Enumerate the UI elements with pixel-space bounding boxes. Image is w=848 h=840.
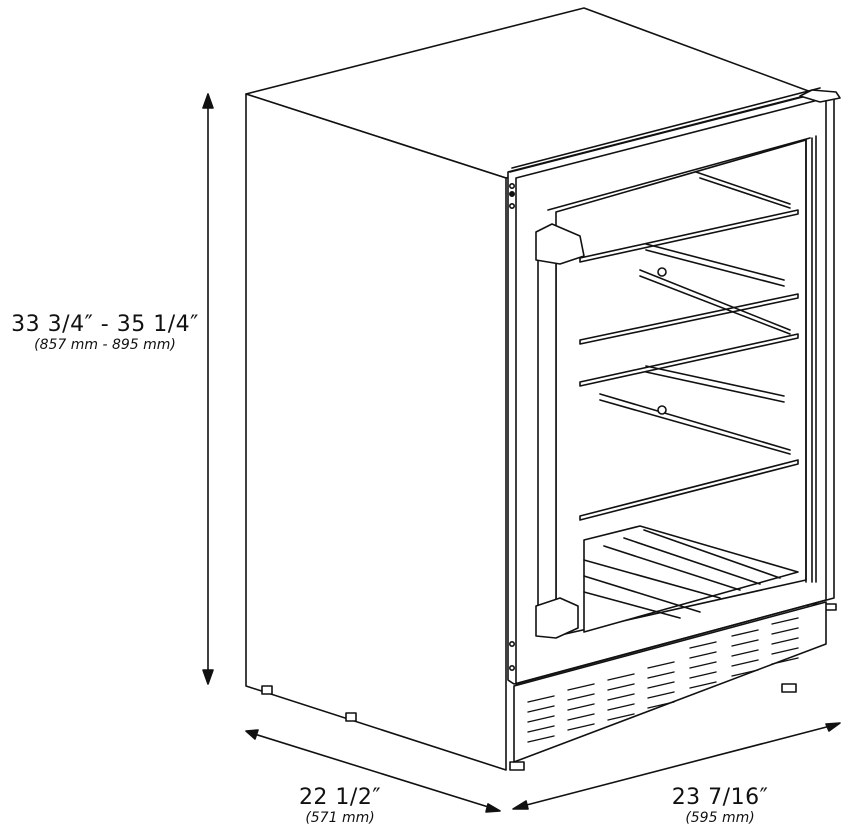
door-handle [535,223,585,639]
kickplate [513,601,827,763]
width-dimension-label: 23 7/16″ (595 mm) [640,785,800,826]
height-dimension-label: 33 3/4″ - 35 1/4″ (857 mm - 895 mm) [0,312,210,353]
depth-dimension-label: 22 1/2″ (571 mm) [270,785,410,826]
width-imperial: 23 7/16″ [671,785,769,810]
height-metric: (857 mm - 895 mm) [34,337,176,353]
depth-dimension-arrow [245,729,501,813]
glass-door [507,87,841,685]
width-dimension-arrow [512,722,841,810]
depth-imperial: 22 1/2″ [298,785,382,810]
width-metric: (595 mm) [685,810,755,826]
vent-slots [527,617,799,743]
height-imperial: 33 3/4″ - 35 1/4″ [11,312,199,337]
height-dimension-arrow [202,93,214,685]
depth-metric: (571 mm) [305,810,375,826]
bottom-wave-rack [583,525,799,633]
shelves [579,171,799,521]
